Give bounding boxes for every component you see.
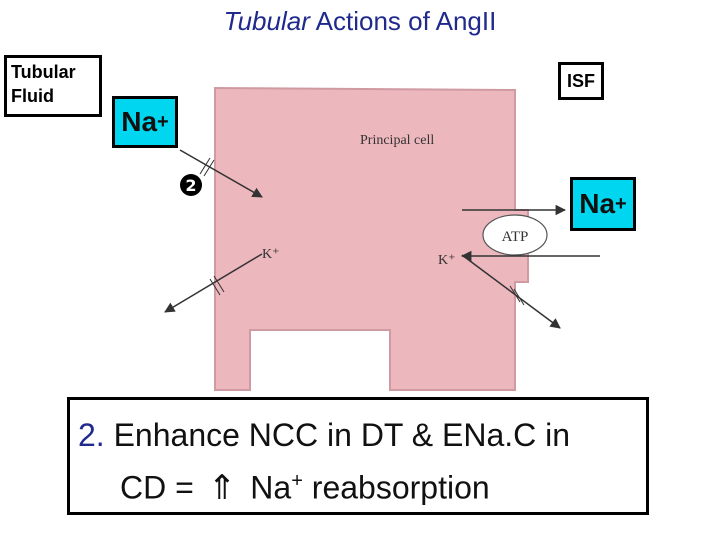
caption-line2-pre: CD = (120, 469, 194, 506)
double-up-arrow-icon: ⇑ (207, 468, 237, 507)
na-symbol: Na (121, 106, 158, 137)
caption-box: 2. Enhance NCC in DT & ENa.C in CD = ⇑ Na+… (67, 397, 649, 515)
caption-line-1: 2. Enhance NCC in DT & ENa.C in (78, 412, 638, 458)
caption-number: 2. (78, 417, 105, 453)
na-charge: + (157, 110, 169, 133)
caption-na-charge: + (291, 470, 303, 492)
isf-label: ISF (558, 62, 604, 100)
k-channel-mark (213, 275, 225, 293)
k-left-label: K⁺ (262, 247, 280, 262)
k-channel-mark (513, 288, 525, 306)
step-marker-circle (180, 174, 202, 196)
na-symbol: Na (579, 188, 616, 219)
tubular-fluid-label: Tubular Fluid (4, 55, 102, 117)
atp-pump (482, 214, 548, 256)
title-rest: Actions of AngII (309, 6, 497, 36)
slide-title: Tubular Actions of AngII (0, 6, 720, 37)
caption-line2-post: reabsorption (302, 469, 490, 506)
na-channel-mark (203, 159, 215, 177)
step-marker-number: 2 (185, 176, 196, 195)
na-box-isf: Na+ (570, 177, 636, 231)
k-channel-mark (209, 278, 221, 296)
k-exit-arrow-left (164, 253, 263, 313)
title-italic-part: Tubular (223, 6, 310, 36)
na-box-tubular: Na+ (112, 96, 178, 148)
caption-line-2: CD = ⇑ Na+ reabsorption (78, 458, 638, 511)
na-charge: + (615, 192, 627, 215)
na-entry-arrow (179, 149, 263, 198)
principal-cell-label: Principal cell (360, 133, 434, 148)
atp-label: ATP (502, 229, 529, 245)
k-right-label: K⁺ (438, 253, 456, 268)
caption-na: Na (250, 469, 292, 506)
k-exit-arrow-right (461, 254, 561, 329)
k-channel-mark (509, 285, 521, 303)
na-channel-mark (199, 157, 211, 175)
caption-line1-text: Enhance NCC in DT & ENa.C in (104, 417, 571, 453)
